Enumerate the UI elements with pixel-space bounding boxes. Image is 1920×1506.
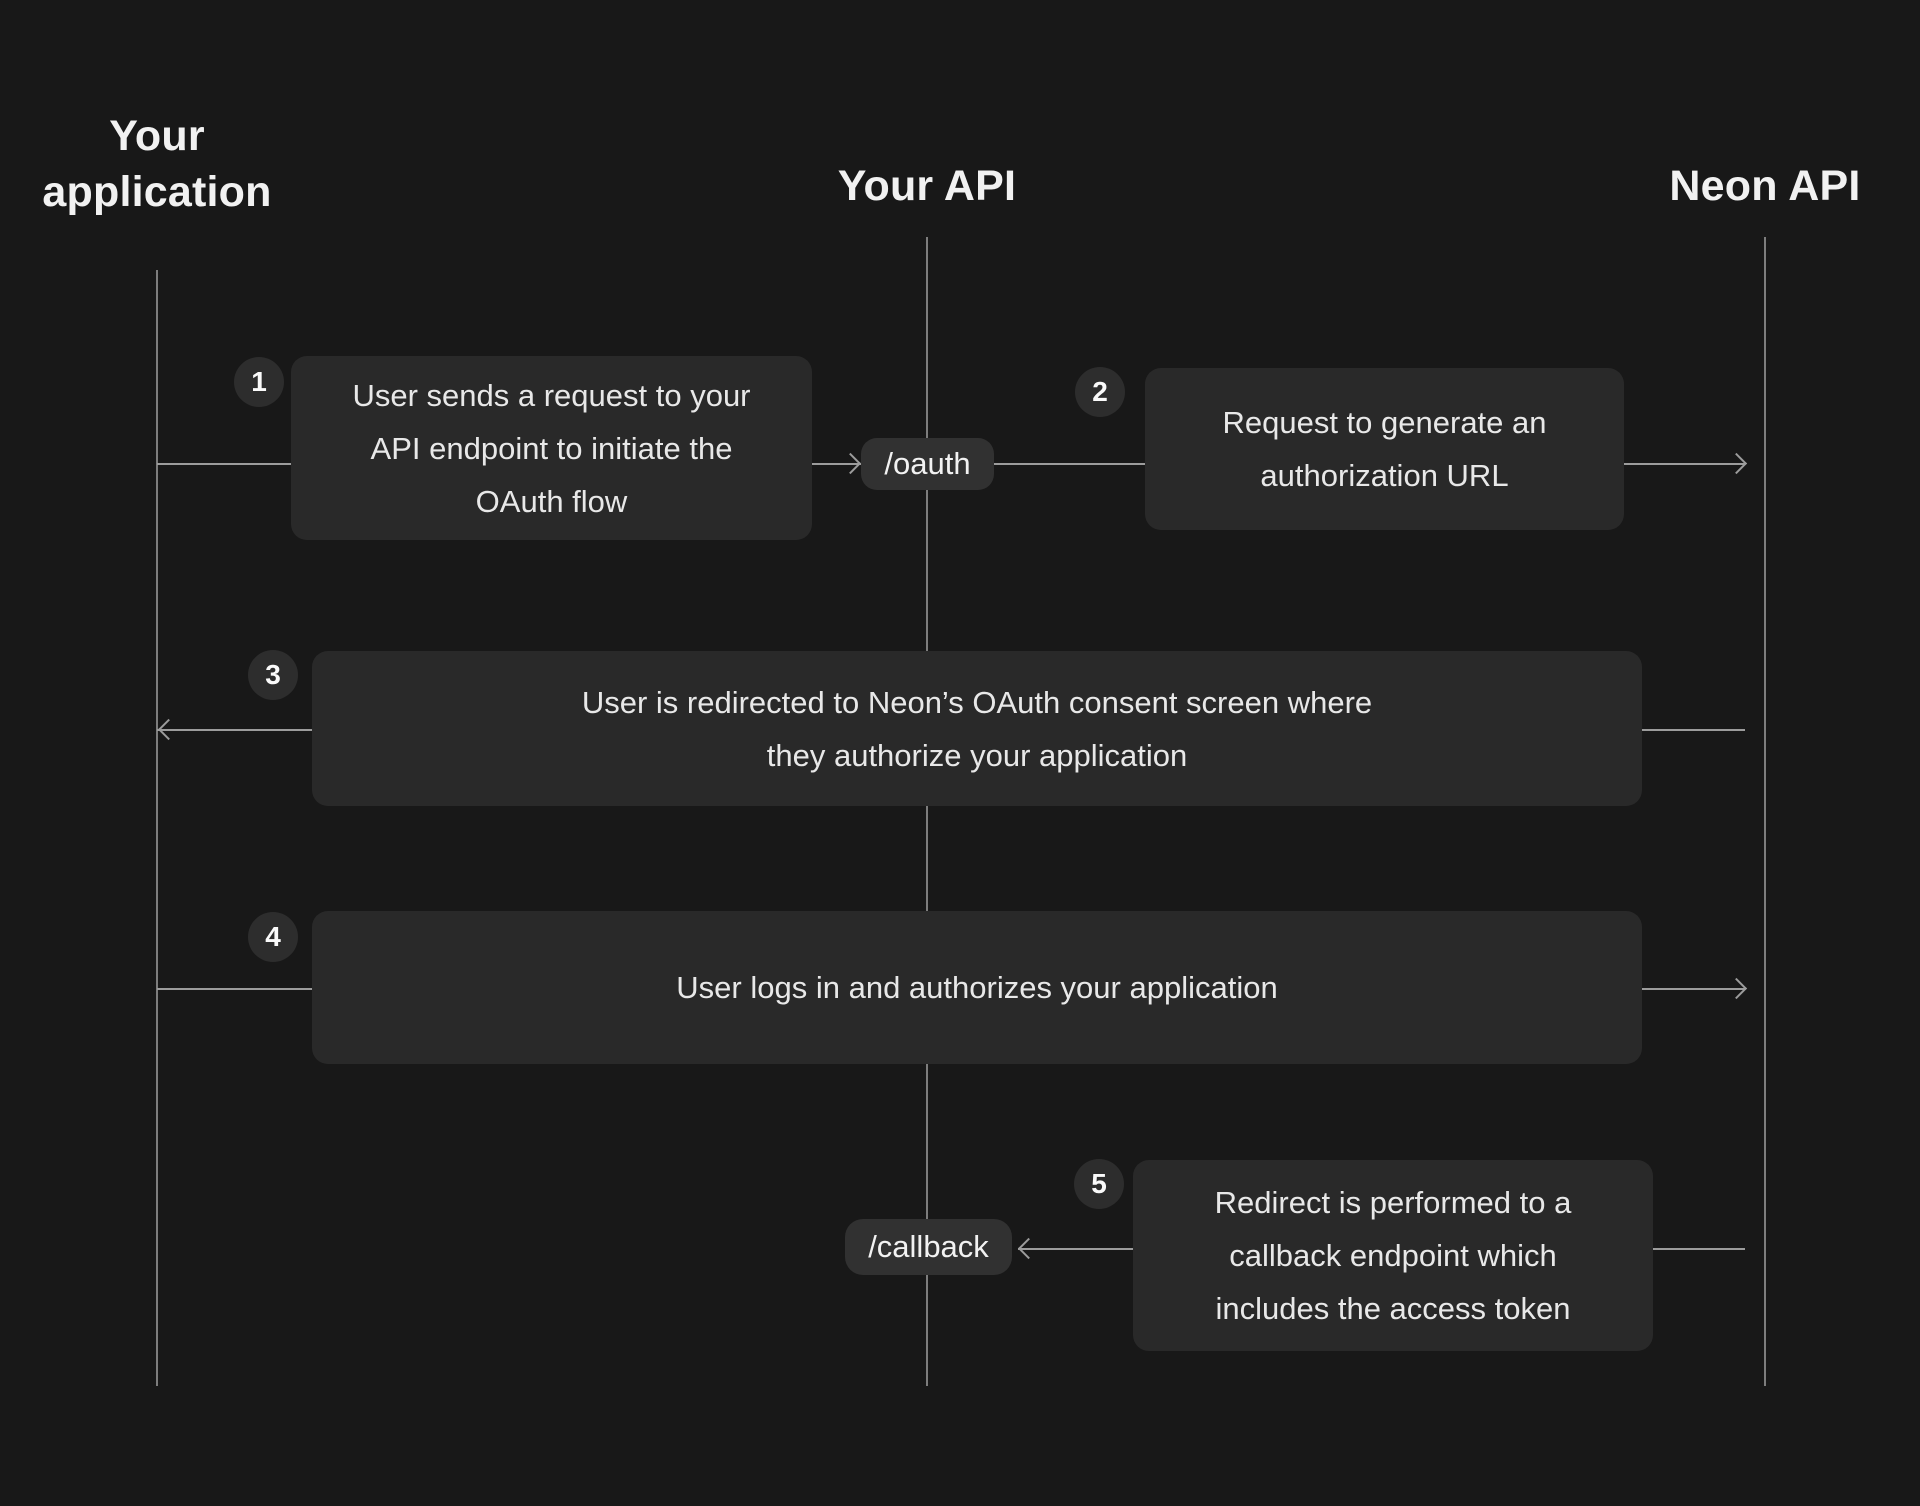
arrowhead-left-callback-icon [1017,1237,1040,1260]
step-4-card: User logs in and authorizes your applica… [312,911,1642,1064]
arrowhead-left-app-step3-icon [157,718,180,741]
oauth-endpoint-pill: /oauth [861,438,994,490]
step-5-badge: 5 [1074,1159,1124,1209]
lifeline-your-api [926,237,928,1386]
step-1-badge: 1 [234,357,284,407]
step-5-card: Redirect is performed to a callback endp… [1133,1160,1653,1351]
lifeline-neon-api [1764,237,1766,1386]
arrowhead-right-neon-step4-icon [1725,977,1748,1000]
callback-endpoint-pill: /callback [845,1219,1012,1275]
step-2-card: Request to generate an authorization URL [1145,368,1624,530]
lane-title-your-application: Your application [42,112,272,216]
step-3-card: User is redirected to Neon’s OAuth conse… [312,651,1642,806]
lane-title-your-api: Your API [837,162,1017,210]
step-2-badge: 2 [1075,367,1125,417]
arrowhead-right-neon-step2-icon [1725,452,1748,475]
step-4-badge: 4 [248,912,298,962]
step-3-badge: 3 [248,650,298,700]
lane-title-neon-api: Neon API [1669,162,1861,210]
lifeline-your-application [156,270,158,1386]
arrowhead-right-oauth-icon [839,452,862,475]
step-1-card: User sends a request to your API endpoin… [291,356,812,540]
